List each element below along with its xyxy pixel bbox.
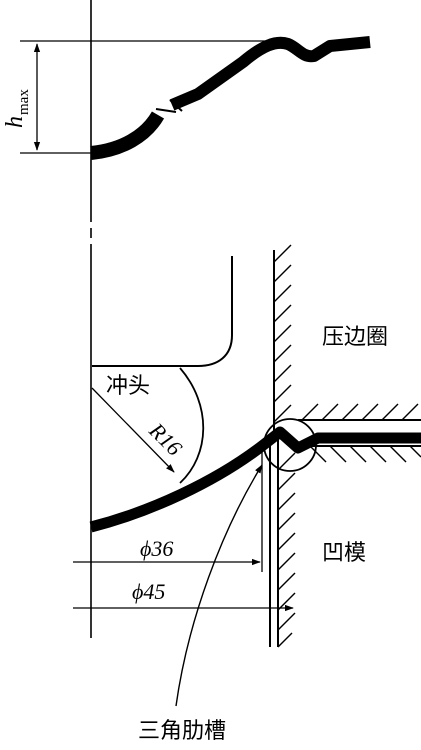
dia-36-label: ϕ36 (140, 536, 173, 561)
upper-flange-hatch (301, 403, 419, 421)
r16-leader (91, 387, 175, 473)
rib-groove-leader (175, 464, 263, 707)
die-wall (269, 430, 279, 647)
die-label: 凹模 (322, 541, 366, 566)
punch-label: 冲头 (106, 374, 150, 399)
punch-outline (92, 256, 233, 367)
r16-label: R16 (144, 417, 187, 460)
sheet-blank (89, 426, 421, 533)
punch-radius-arc (179, 367, 205, 484)
h-max-dimension (20, 40, 285, 154)
formed-part-profile (90, 36, 371, 160)
rib-detail-circle (263, 418, 317, 472)
blank-holder-hatch (273, 244, 292, 423)
die-hatch (277, 452, 296, 648)
h-max-label: hmax (2, 89, 32, 128)
dia-45-label: ϕ45 (132, 579, 165, 604)
rib-groove-label: 三角肋槽 (138, 719, 226, 744)
lower-flange-hatch (309, 445, 421, 463)
blank-holder-label: 压边圈 (322, 325, 388, 350)
